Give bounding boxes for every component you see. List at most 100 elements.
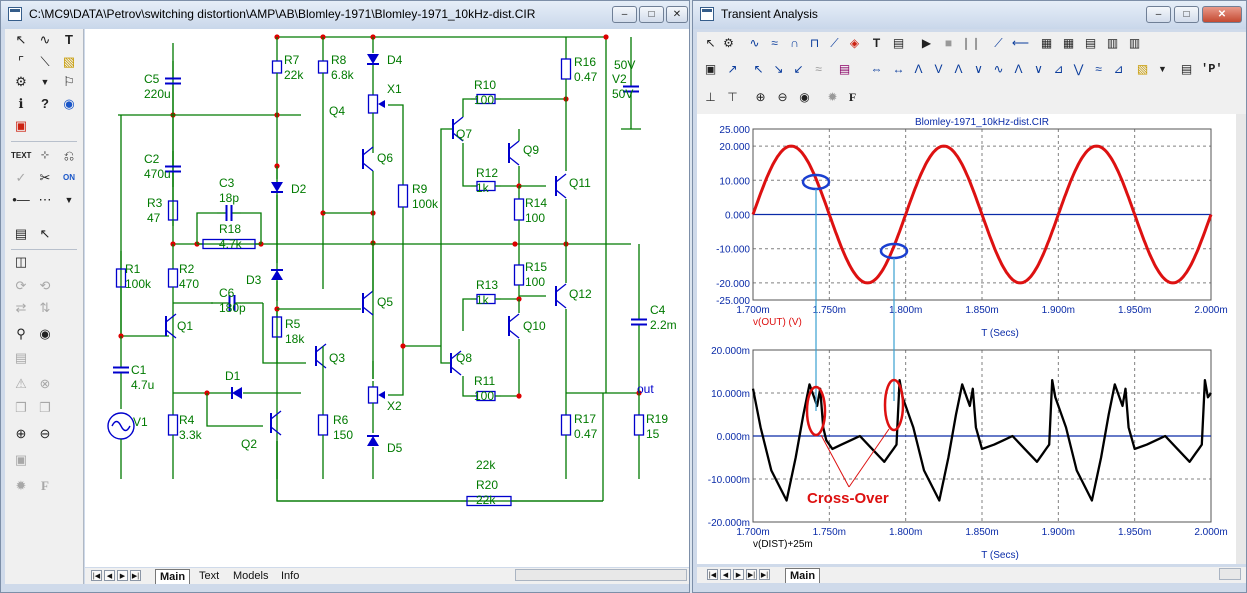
colors-icon[interactable]: ✹ bbox=[15, 478, 27, 493]
tab-models[interactable]: Models bbox=[233, 570, 269, 582]
analysis-horizontal-scrollbar[interactable] bbox=[1219, 568, 1241, 580]
first-page-button[interactable]: |◀ bbox=[91, 570, 102, 581]
component-icon[interactable]: ▧ bbox=[1136, 62, 1149, 76]
properties-icon[interactable]: ⚙ bbox=[723, 36, 734, 50]
schematic-horizontal-scrollbar[interactable] bbox=[515, 569, 687, 581]
wire-icon[interactable]: ∿ bbox=[39, 32, 51, 47]
analysis-titlebar[interactable]: Transient Analysis – □ ✕ bbox=[693, 1, 1246, 29]
pointer-tool-icon[interactable]: ↖ bbox=[39, 226, 51, 241]
flag-icon[interactable]: ⚐ bbox=[63, 74, 75, 89]
close-button[interactable]: ✕ bbox=[666, 6, 688, 23]
grid-dropdown-icon[interactable]: ▼ bbox=[64, 195, 74, 205]
peak-icon[interactable]: Λ bbox=[914, 62, 923, 76]
next-simple-icon[interactable]: ⇔ bbox=[870, 62, 883, 76]
tab-main[interactable]: Main bbox=[785, 568, 821, 583]
info-icon[interactable]: ℹ bbox=[18, 96, 24, 111]
cut-icon[interactable]: ✂ bbox=[39, 170, 51, 185]
next-point-icon[interactable]: ↔ bbox=[892, 62, 905, 76]
last-page-button-2[interactable]: ▶| bbox=[759, 569, 770, 580]
cursor-mode-1-icon[interactable]: ↖ bbox=[753, 62, 764, 76]
scale-mode-icon[interactable]: ▣ bbox=[704, 62, 717, 76]
maximize-button[interactable]: □ bbox=[639, 6, 664, 23]
select-arrow-icon[interactable]: ↖ bbox=[15, 32, 27, 47]
low-icon[interactable]: ∨ bbox=[974, 62, 983, 76]
text-tool-icon[interactable]: T bbox=[65, 32, 73, 47]
pause-icon[interactable]: ❙❙ bbox=[961, 36, 982, 50]
data-points-icon[interactable]: ↗ bbox=[727, 62, 738, 76]
component-icon[interactable]: ▧ bbox=[62, 54, 76, 69]
graph-scale-icon[interactable]: ∿ bbox=[749, 36, 760, 50]
binoculars-icon[interactable]: ◉ bbox=[39, 326, 51, 341]
fine-grid-icon[interactable]: ▤ bbox=[1084, 36, 1097, 50]
global-high-icon[interactable]: Λ bbox=[1014, 62, 1023, 76]
grid-icon[interactable]: ▦ bbox=[1062, 36, 1075, 50]
font-icon[interactable]: F bbox=[848, 90, 857, 104]
zoom-out-icon[interactable]: ⊖ bbox=[39, 426, 51, 441]
bottom-icon[interactable]: ⋁ bbox=[1073, 62, 1084, 76]
analysis-minimize-button[interactable]: – bbox=[1146, 6, 1171, 23]
inflection-icon[interactable]: ∿ bbox=[993, 62, 1004, 76]
minor-grid-icon[interactable]: ▥ bbox=[1106, 36, 1119, 50]
camera-icon[interactable]: ▣ bbox=[14, 452, 28, 467]
text-tool-icon[interactable]: T bbox=[872, 36, 881, 50]
diagonal-wire-icon[interactable]: ⟍ bbox=[40, 54, 50, 69]
font-icon[interactable]: F bbox=[41, 478, 49, 493]
stop-icon[interactable]: ■ bbox=[944, 36, 953, 50]
wave-icon[interactable]: ≈ bbox=[771, 36, 778, 50]
copy-icon[interactable]: ❐ bbox=[15, 400, 27, 415]
dropdown-arrow-icon[interactable]: ▼ bbox=[40, 77, 50, 87]
page-icon[interactable]: ▤ bbox=[14, 350, 28, 365]
first-page-button[interactable]: |◀ bbox=[707, 569, 718, 580]
frame-icon[interactable]: ▦ bbox=[1040, 36, 1053, 50]
table-icon[interactable]: ▤ bbox=[1180, 62, 1193, 76]
slope-icon[interactable]: ≈ bbox=[1095, 62, 1102, 76]
text-toggle[interactable]: TEXT bbox=[11, 151, 32, 160]
cancel-icon[interactable]: ⊗ bbox=[39, 376, 51, 391]
rotate-icon[interactable]: ⟳ bbox=[15, 278, 27, 293]
stop-icon[interactable]: ▣ bbox=[14, 118, 28, 133]
grid-icon[interactable]: ⋯ bbox=[38, 192, 52, 207]
ruler-icon[interactable]: ▥ bbox=[1128, 36, 1141, 50]
on-toggle[interactable]: ON bbox=[63, 173, 75, 182]
properties-window-icon[interactable]: ▤ bbox=[892, 36, 905, 50]
analysis-close-button[interactable]: ✕ bbox=[1202, 6, 1242, 23]
node-voltage-icon[interactable]: ⊹ bbox=[40, 150, 50, 161]
probe-toggle[interactable]: 'P' bbox=[1201, 62, 1223, 76]
prev-page-button[interactable]: ◀ bbox=[104, 570, 115, 581]
paste-icon[interactable]: ❐ bbox=[39, 400, 51, 415]
minimize-button[interactable]: – bbox=[612, 6, 637, 23]
swap-icon[interactable]: ⇅ bbox=[39, 300, 51, 315]
marker-icon[interactable]: ∩ bbox=[790, 36, 799, 50]
cursor-mode-2-icon[interactable]: ↘ bbox=[773, 62, 784, 76]
top-icon[interactable]: ⊿ bbox=[1053, 62, 1064, 76]
flip-icon[interactable]: ⟲ bbox=[39, 278, 51, 293]
prev-page-button[interactable]: ◀ bbox=[720, 569, 731, 580]
analysis-maximize-button[interactable]: □ bbox=[1174, 6, 1199, 23]
peak-icon[interactable]: ⊓ bbox=[809, 36, 820, 50]
window-icon[interactable]: ▤ bbox=[14, 226, 28, 241]
animate-icon[interactable]: ▤ bbox=[838, 62, 851, 76]
colors-icon[interactable]: ✹ bbox=[827, 90, 838, 104]
select-arrow-icon[interactable]: ↖ bbox=[705, 36, 716, 50]
tab-info[interactable]: Info bbox=[281, 570, 300, 582]
dropdown-arrow-icon[interactable]: ▼ bbox=[1158, 64, 1167, 74]
properties-icon[interactable]: ◫ bbox=[14, 254, 28, 269]
tracker-icon[interactable]: ⊿ bbox=[1113, 62, 1124, 76]
dimension-icon[interactable]: ⟵ bbox=[1011, 36, 1030, 50]
pin-icon[interactable]: •— bbox=[12, 192, 30, 207]
next-page-button[interactable]: ▶ bbox=[117, 570, 128, 581]
high-icon[interactable]: Λ bbox=[954, 62, 963, 76]
plot-vertical-scrollbar[interactable] bbox=[1236, 114, 1246, 564]
node-number-icon[interactable]: ◉ bbox=[63, 96, 75, 111]
mirror-icon[interactable]: ⇄ bbox=[15, 300, 27, 315]
warning-icon[interactable]: ⚠ bbox=[15, 376, 27, 391]
cursor-left-icon[interactable]: ⊥ bbox=[705, 90, 716, 104]
valley-icon[interactable]: V bbox=[934, 62, 943, 76]
component-picker-icon[interactable]: ⚙ bbox=[15, 74, 27, 89]
last-page-button[interactable]: ▶| bbox=[746, 569, 757, 580]
find-icon[interactable]: ⚲ bbox=[16, 326, 26, 341]
cursor-right-icon[interactable]: ⊤ bbox=[727, 90, 738, 104]
help-icon[interactable]: ? bbox=[41, 96, 49, 111]
global-low-icon[interactable]: ∨ bbox=[1034, 62, 1043, 76]
